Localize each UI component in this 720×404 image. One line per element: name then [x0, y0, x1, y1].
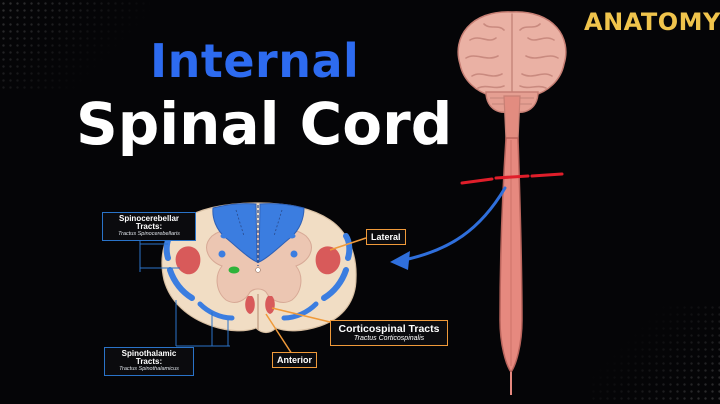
section-arrow — [390, 186, 507, 270]
orange-leader-lines — [265, 237, 367, 355]
spinothalamic-title: Spinothalamic Tracts: — [121, 349, 177, 367]
spinal-cord-cross-section — [161, 202, 357, 334]
spinocerebellar-latin: Tractus Spinocerebellaris — [118, 230, 180, 237]
spinocerebellar-title: Spinocerebellar Tracts: — [118, 214, 180, 232]
spinocerebellar-label: Spinocerebellar Tracts: Tractus Spinocer… — [102, 212, 196, 241]
anatomy-badge: ANATOMY — [584, 8, 720, 36]
spinothalamic-latin: Tractus Spinothalamicus — [119, 365, 179, 372]
spinothalamic-label: Spinothalamic Tracts: Tractus Spinothala… — [104, 347, 194, 376]
anterior-label: Anterior — [272, 352, 318, 368]
brain-illustration — [457, 11, 567, 141]
lateral-label: Lateral — [366, 229, 406, 245]
dot-pattern-decoration — [590, 304, 720, 404]
title-line-internal: Internal — [150, 34, 360, 88]
corticospinal-title: Corticospinal Tracts — [338, 323, 440, 335]
corticospinal-label: Corticospinal Tracts Tractus Corticospin… — [330, 320, 448, 346]
dot-pattern-decoration — [0, 0, 150, 90]
title-line-spinal-cord: Spinal Cord — [76, 90, 453, 158]
corticospinal-latin: Tractus Corticospinalis — [353, 335, 425, 342]
cross-section-cut-line — [460, 172, 564, 185]
leader-lines — [139, 230, 230, 347]
